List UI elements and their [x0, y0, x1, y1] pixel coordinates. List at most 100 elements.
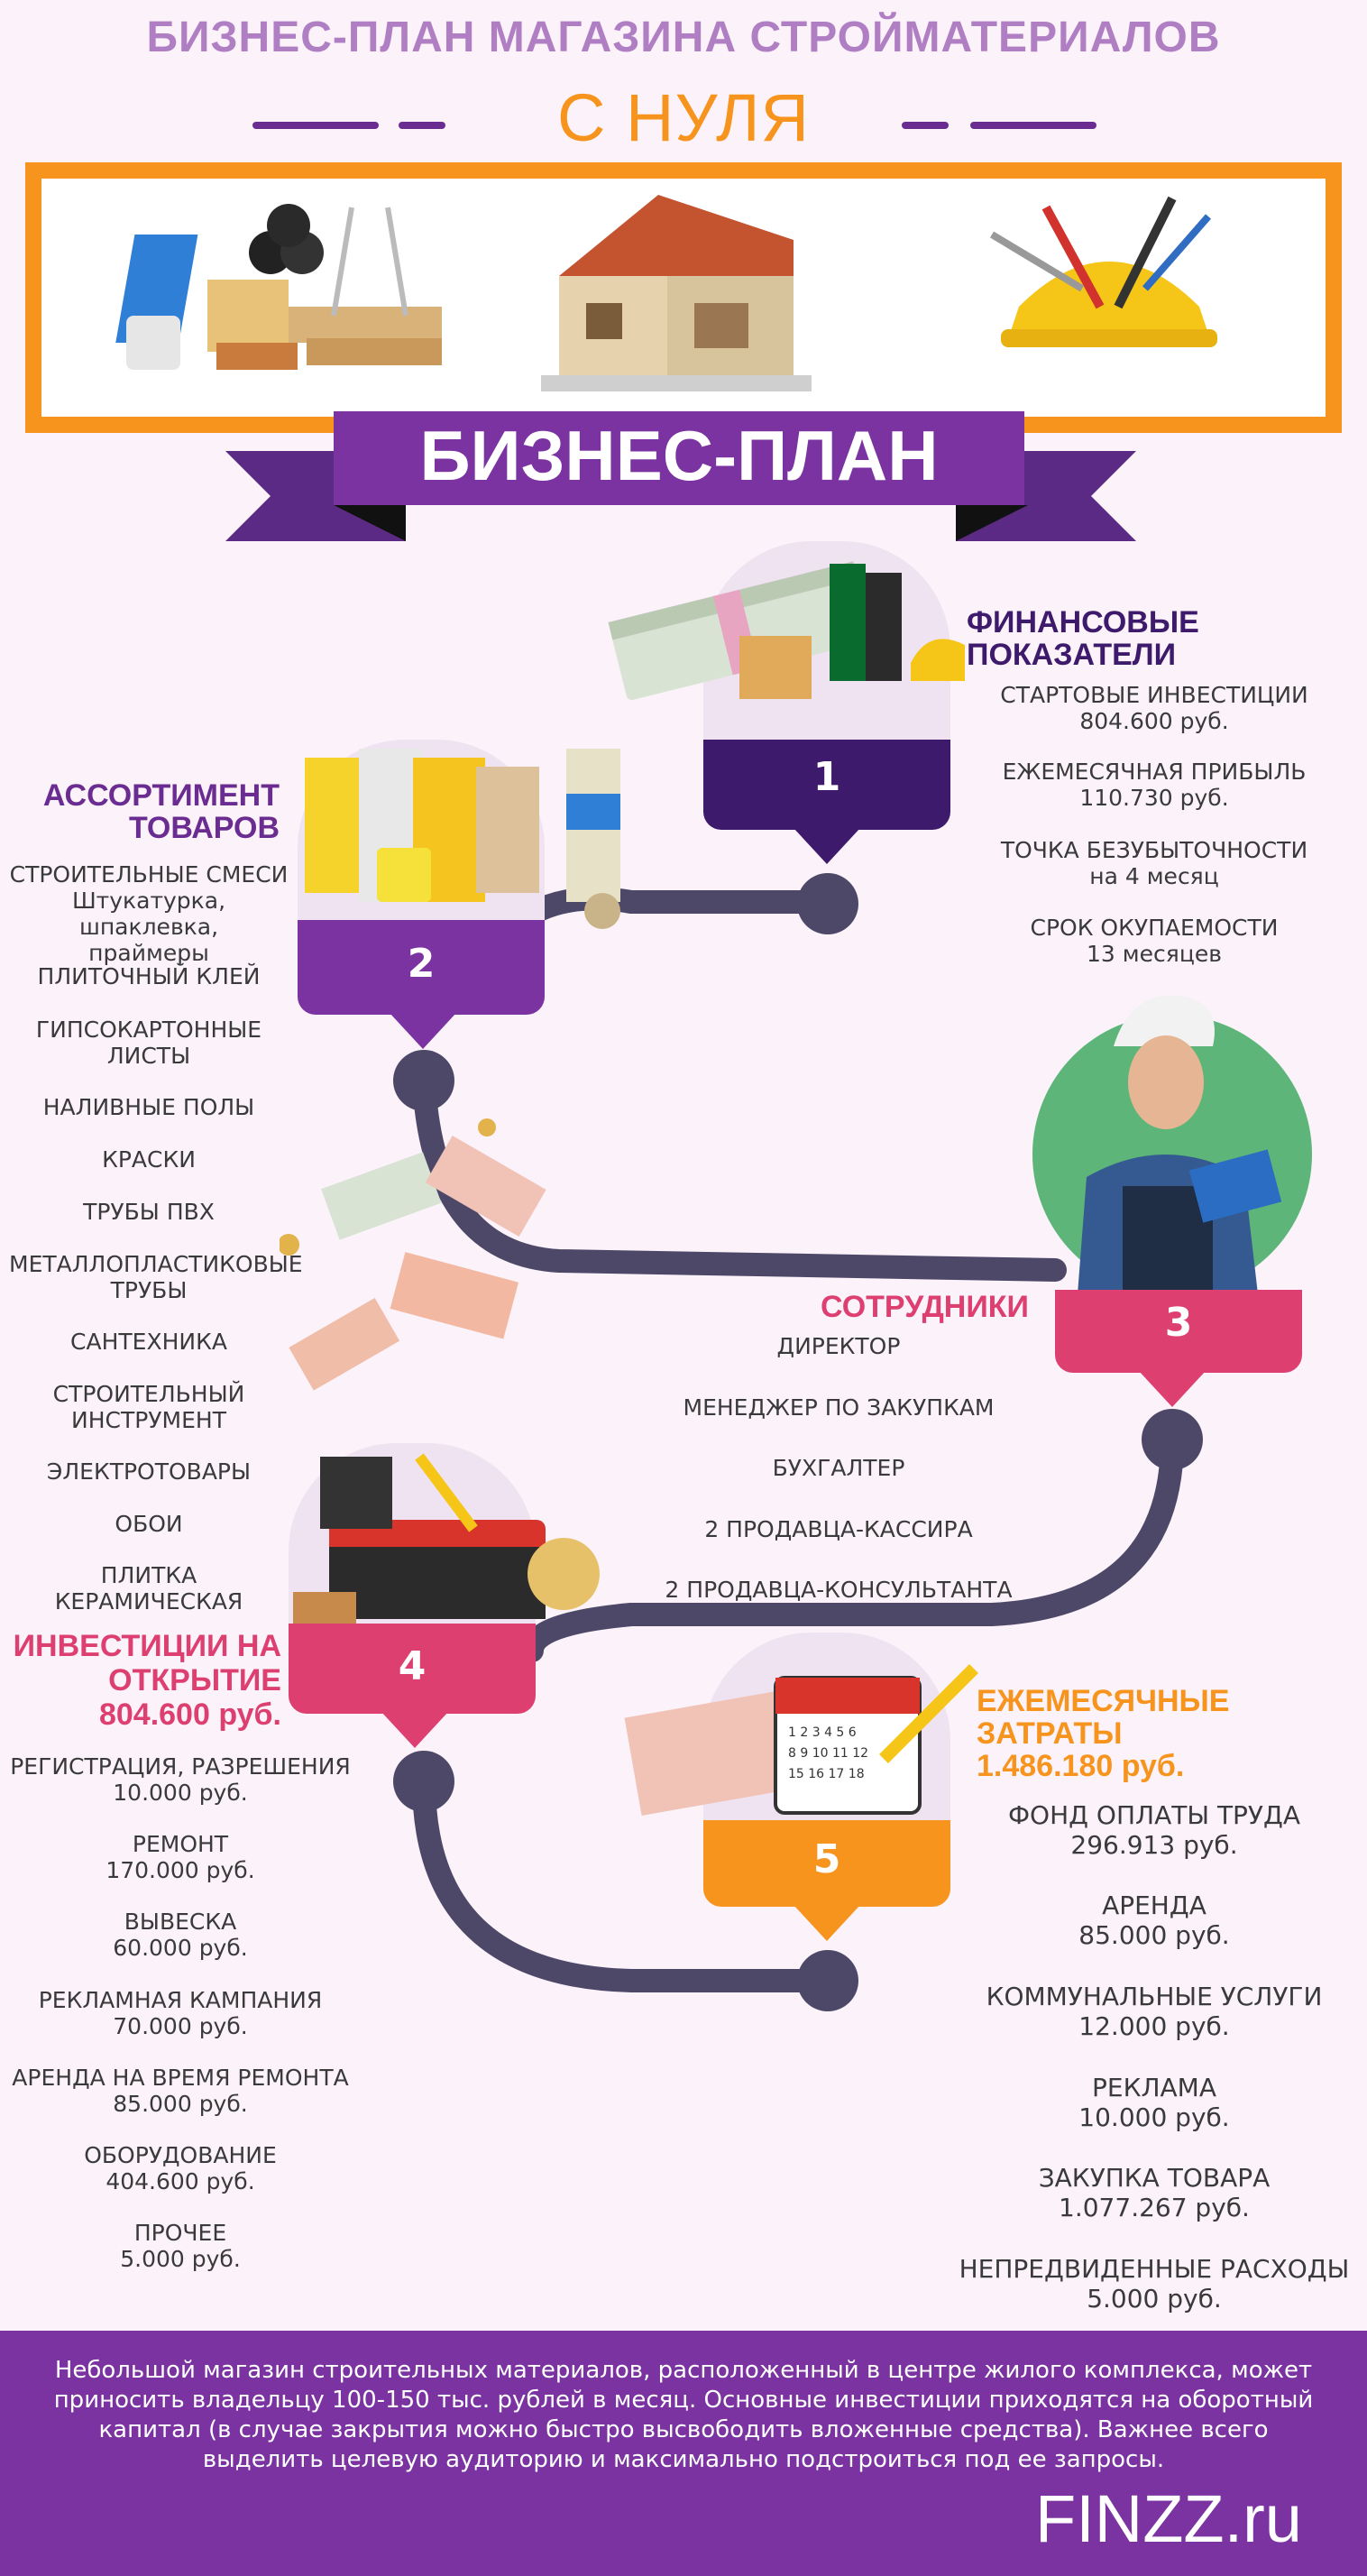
step3-number: 3	[1164, 1300, 1193, 1346]
step2-item: ОБОИ	[9, 1511, 289, 1537]
title-decor-left	[252, 122, 379, 129]
brand-logo[interactable]: FINZZ.ru	[1035, 2481, 1302, 2556]
step1-title: ФИНАНСОВЫЕ ПОКАЗАТЕЛИ	[967, 606, 1199, 671]
step4-item: ПРОЧЕЕ 5.000 руб.	[9, 2220, 352, 2272]
step2-number: 2	[407, 941, 436, 987]
step2-item-line1: НАЛИВНЫЕ ПОЛЫ	[42, 1094, 255, 1120]
step4-title: ИНВЕСТИЦИИ НА ОТКРЫТИЕ 804.600 руб.	[0, 1629, 281, 1732]
step5-item: КОММУНАЛЬНЫЕ УСЛУГИ 12.000 руб.	[956, 1982, 1353, 2041]
step5-title-total: 1.486.180 руб.	[977, 1749, 1185, 1783]
step5-item-value: 296.913 руб.	[1070, 1830, 1238, 1860]
step5-item-label: АРЕНДА	[1102, 1891, 1206, 1920]
step2-item-line1: СТРОИТЕЛЬНЫЕ СМЕСИ	[9, 861, 289, 888]
step4-number: 4	[398, 1643, 427, 1689]
step4-item-label: РЕКЛАМНАЯ КАМПАНИЯ	[38, 1987, 323, 2013]
footer-line: капитал (в случае закрытия можно быстро …	[98, 2416, 1269, 2443]
step3-item: МЕНЕДЖЕР ПО ЗАКУПКАМ	[683, 1394, 995, 1421]
footer-line: приносить владельцу 100-150 тыс. рублей …	[53, 2387, 1314, 2414]
step4-title-line1: ИНВЕСТИЦИИ НА	[13, 1629, 281, 1663]
step4-item-value: 70.000 руб.	[113, 2013, 248, 2039]
step2-item-line2: Штукатурка, шпаклевка,	[71, 888, 226, 940]
step5-item: АРЕНДА 85.000 руб.	[956, 1891, 1353, 1950]
worker-photo	[1078, 995, 1282, 1294]
step4-item-value: 170.000 руб.	[106, 1857, 255, 1883]
step5-title: ЕЖЕМЕСЯЧНЫЕ ЗАТРАТЫ 1.486.180 руб.	[977, 1685, 1229, 1782]
svg-text:8 9 10 11 12: 8 9 10 11 12	[788, 1746, 868, 1761]
step4-item-label: ОБОРУДОВАНИЕ	[84, 2142, 277, 2168]
step5-item-label: НЕПРЕДВИДЕННЫЕ РАСХОДЫ	[959, 2254, 1350, 2284]
step2-item-line1: САНТЕХНИКА	[70, 1329, 227, 1355]
step5-item-label: РЕКЛАМА	[1092, 2073, 1216, 2102]
step2-item: НАЛИВНЫЕ ПОЛЫ	[9, 1094, 289, 1120]
step1-number: 1	[812, 754, 841, 800]
house-construction-image	[541, 195, 812, 391]
step4-item-value: 60.000 руб.	[113, 1935, 248, 1961]
step5-item-value: 1.077.267 руб.	[1059, 2193, 1250, 2222]
title-decor-right	[970, 122, 1096, 129]
step1-title-line2: ПОКАЗАТЕЛИ	[967, 638, 1177, 672]
step1-pointer	[794, 828, 860, 864]
step3-title: СОТРУДНИКИ	[821, 1290, 1029, 1324]
step4-item: РЕГИСТРАЦИЯ, РАЗРЕШЕНИЯ 10.000 руб.	[9, 1753, 352, 1806]
step4-item: ОБОРУДОВАНИЕ 404.600 руб.	[9, 2142, 352, 2194]
step2-card	[298, 920, 545, 1015]
step4-pointer	[381, 1712, 448, 1748]
step4-title-line2: ОТКРЫТИЕ	[108, 1663, 281, 1697]
step1-card	[703, 740, 950, 830]
step1-item-label: ЕЖЕМЕСЯЧНАЯ ПРИБЫЛЬ	[1002, 759, 1307, 785]
dry-mix-bags-image	[305, 749, 620, 929]
step2-item-line1: ПЛИТКА КЕРАМИЧЕСКАЯ	[54, 1562, 243, 1615]
step2-item: ТРУБЫ ПВХ	[9, 1199, 289, 1225]
node-2	[393, 1050, 454, 1111]
step5-title-line1: ЕЖЕМЕСЯЧНЫЕ	[977, 1684, 1230, 1718]
tools-helmet-image	[989, 196, 1217, 347]
step2-item-line1: СТРОИТЕЛЬНЫЙ	[52, 1381, 245, 1407]
step1-item-value: 110.730 руб.	[1079, 785, 1229, 811]
node-4	[393, 1751, 454, 1812]
step2-item-line2: ТРУБЫ	[110, 1277, 188, 1303]
step3-item: ДИРЕКТОР	[776, 1333, 901, 1359]
step1-title-line1: ФИНАНСОВЫЕ	[967, 605, 1199, 639]
step5-pointer	[794, 1905, 860, 1941]
footer-text: Небольшой магазин строительных материало…	[36, 2356, 1331, 2475]
step2-item-line1: МЕТАЛЛОПЛАСТИКОВЫЕ	[9, 1251, 303, 1277]
step4-item: РЕКЛАМНАЯ КАМПАНИЯ 70.000 руб.	[9, 1987, 352, 2039]
step1-item: СТАРТОВЫЕ ИНВЕСТИЦИИ 804.600 руб.	[992, 682, 1317, 734]
step1-item: ЕЖЕМЕСЯЧНАЯ ПРИБЫЛЬ 110.730 руб.	[992, 759, 1317, 811]
step2-item-line2: ЛИСТЫ	[106, 1043, 191, 1069]
step2-item: КРАСКИ	[9, 1146, 289, 1173]
step5-item-label: КОММУНАЛЬНЫЕ УСЛУГИ	[986, 1982, 1323, 2011]
step5-item-label: ЗАКУПКА ТОВАРА	[1038, 2163, 1271, 2193]
step5-item-label: ФОНД ОПЛАТЫ ТРУДА	[1007, 1800, 1301, 1830]
step1-item: СРОК ОКУПАЕМОСТИ 13 месяцев	[992, 915, 1317, 967]
step5-item: ФОНД ОПЛАТЫ ТРУДА 296.913 руб.	[956, 1800, 1353, 1860]
step1-item-label: СТАРТОВЫЕ ИНВЕСТИЦИИ	[1000, 682, 1308, 708]
step2-item: МЕТАЛЛОПЛАСТИКОВЫЕ ТРУБЫ	[9, 1251, 303, 1303]
toolbox-image	[293, 1453, 600, 1628]
step3-item: 2 ПРОДАВЦА-КАССИРА	[704, 1516, 973, 1542]
step5-item-value: 12.000 руб.	[1078, 2011, 1230, 2041]
title-decor-right-short	[902, 122, 949, 129]
money-stack-image	[608, 561, 965, 701]
step2-item-line1: КРАСКИ	[102, 1146, 196, 1173]
step4-item: ВЫВЕСКА 60.000 руб.	[9, 1909, 352, 1961]
step4-item-label: РЕМОНТ	[132, 1831, 229, 1857]
step4-item-value: 10.000 руб.	[113, 1780, 248, 1806]
step5-item: ЗАКУПКА ТОВАРА 1.077.267 руб.	[956, 2163, 1353, 2222]
title-decor-left-short	[399, 122, 445, 129]
step2-title: АССОРТИМЕНТ ТОВАРОВ	[27, 779, 280, 844]
svg-text:15 16 17 18: 15 16 17 18	[788, 1767, 865, 1781]
node-5	[797, 1950, 858, 2011]
falling-money-image	[280, 1118, 546, 1391]
step3-pointer	[1139, 1371, 1206, 1407]
step1-item-value: 804.600 руб.	[1079, 708, 1229, 734]
step2-item-line1: ПЛИТОЧНЫЙ КЛЕЙ	[37, 963, 261, 989]
step2-item: САНТЕХНИКА	[9, 1329, 289, 1355]
step2-item-line1: ГИПСОКАРТОННЫЕ	[35, 1017, 262, 1043]
step5-number: 5	[812, 1836, 841, 1882]
step3-item: 2 ПРОДАВЦА-КОНСУЛЬТАНТА	[665, 1577, 1013, 1603]
ribbon-banner	[334, 411, 1024, 505]
ribbon-title: БИЗНЕС-ПЛАН	[419, 416, 939, 495]
footer-line: Небольшой магазин строительных материало…	[54, 2357, 1313, 2384]
